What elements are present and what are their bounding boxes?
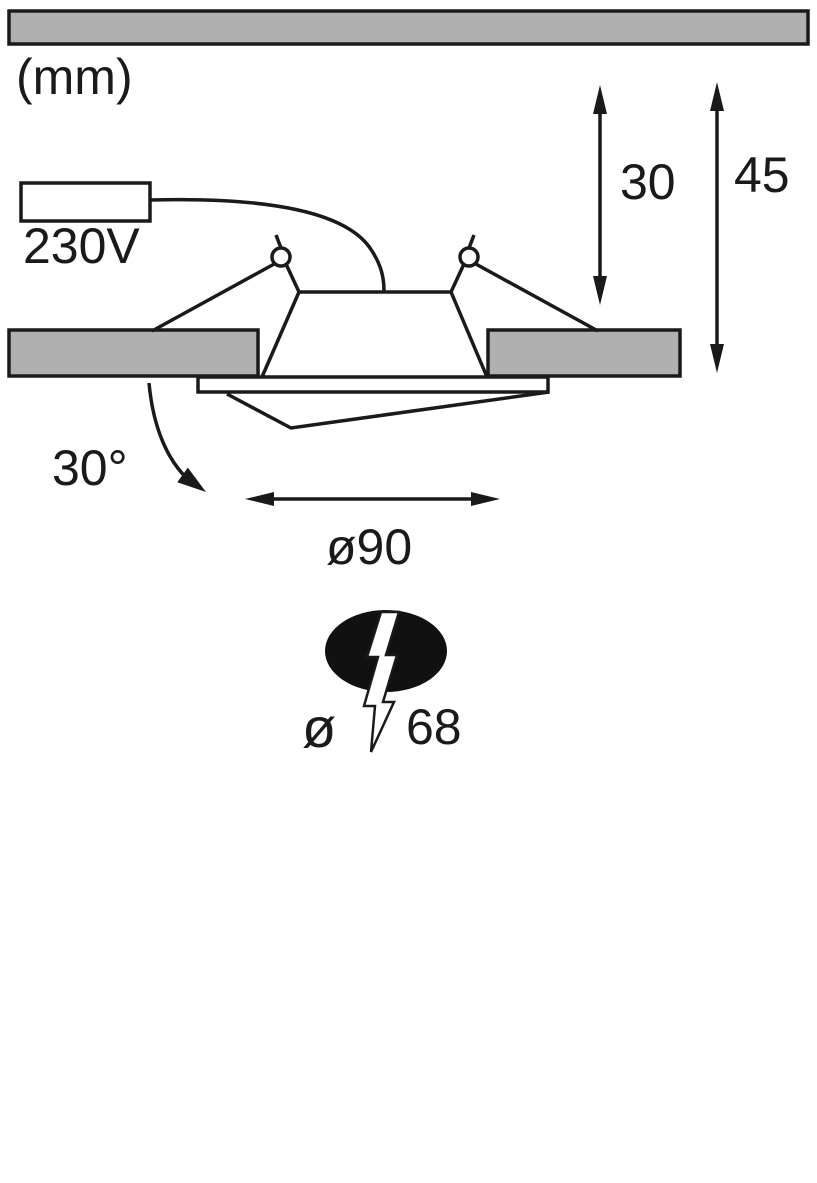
cutout-diameter-symbol: ø — [302, 696, 336, 759]
can-wall-right — [449, 291, 489, 378]
spring-clip-left — [151, 261, 277, 333]
dim-30-label: 30 — [620, 154, 676, 210]
tilt-angle-label: 30° — [52, 440, 128, 496]
can-wall-left — [260, 291, 301, 378]
power-supply-box — [19, 181, 152, 223]
dim-45-arrow-up-icon — [710, 82, 724, 111]
pivot-right-icon — [458, 246, 480, 268]
pivot-left-icon — [270, 246, 292, 268]
trim-ring — [196, 375, 550, 394]
ceiling-panel-left — [7, 328, 260, 378]
dim-90-label: ø90 — [326, 519, 412, 575]
dim-30-arrow-down-icon — [593, 276, 607, 305]
housing-bracket-right — [467, 234, 476, 249]
ceiling-panel-right — [486, 328, 682, 378]
dim-90-arrow-left-icon — [245, 492, 274, 506]
ceiling-top-bar — [7, 9, 810, 46]
cutout-diameter-value: 68 — [406, 699, 462, 755]
voltage-label: 230V — [23, 218, 140, 274]
unit-label: (mm) — [16, 49, 133, 105]
housing-bracket-left — [274, 234, 283, 249]
dim-30-arrow-up-icon — [593, 85, 607, 114]
power-cable — [149, 197, 386, 292]
tilted-lamp-face — [226, 390, 550, 430]
dim-45-arrow-down-icon — [710, 344, 724, 373]
dim-45-label: 45 — [734, 147, 790, 203]
spring-clip-right — [473, 261, 599, 333]
tilt-arrowhead-icon — [177, 467, 206, 492]
dim-90-arrow-right-icon — [471, 492, 500, 506]
housing-cup — [284, 263, 466, 294]
lightning-bolt-icon — [362, 610, 401, 753]
